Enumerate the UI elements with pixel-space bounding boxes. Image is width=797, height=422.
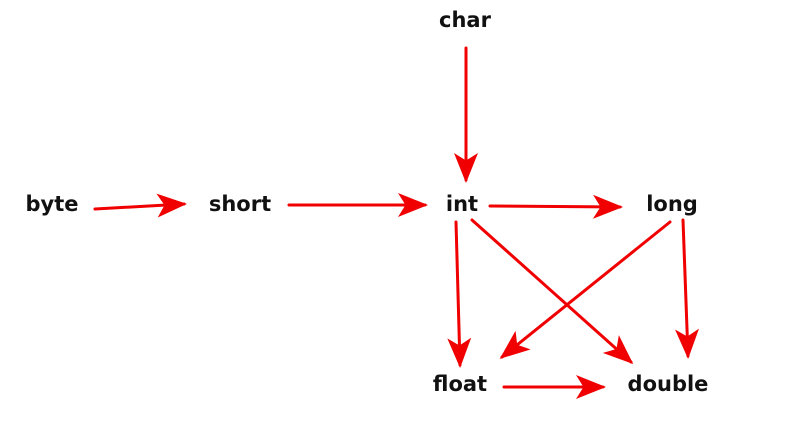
node-double: double bbox=[628, 372, 709, 396]
arrow-int-to-double bbox=[470, 218, 634, 364]
node-byte: byte bbox=[25, 192, 78, 216]
node-short: short bbox=[209, 192, 271, 216]
arrow-int-to-long bbox=[488, 194, 623, 219]
node-long: long bbox=[646, 192, 698, 216]
arrow-byte-to-short bbox=[93, 193, 187, 218]
nodes-layer: char byte short int long float double bbox=[25, 8, 708, 396]
node-int: int bbox=[446, 192, 478, 216]
arrow-int-to-float bbox=[447, 220, 472, 368]
node-float: float bbox=[433, 372, 487, 396]
arrow-long-to-float bbox=[499, 220, 672, 359]
edges-layer bbox=[93, 46, 699, 399]
node-char: char bbox=[439, 8, 492, 32]
arrow-long-to-double bbox=[675, 218, 699, 359]
